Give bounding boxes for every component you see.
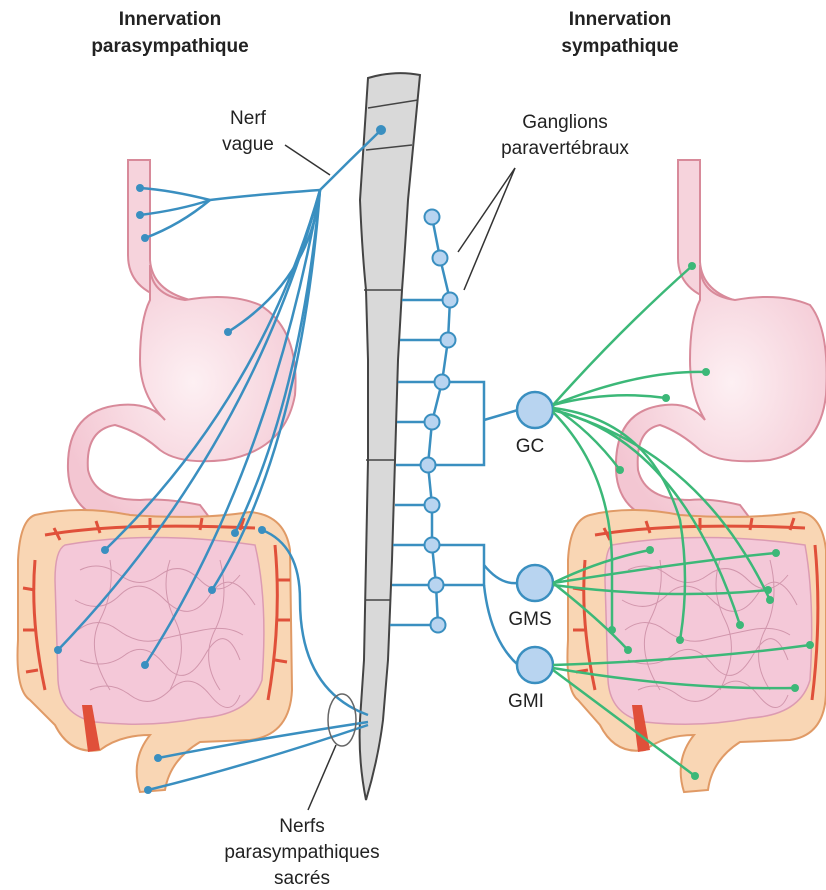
ganglion-gc	[517, 392, 553, 428]
label-gms: GMS	[508, 609, 551, 630]
label-gmi: GMI	[508, 691, 544, 712]
ganglion-gms	[517, 565, 553, 601]
heading-parasympathetic-line1: Innervation	[119, 9, 221, 30]
right-digestive-tract	[567, 160, 826, 792]
vagus-leader-line	[285, 145, 330, 175]
label-vagus-line2: vague	[222, 134, 274, 155]
ganglion-gmi	[517, 647, 553, 683]
label-sacral-line1: Nerfs	[279, 816, 324, 837]
right-esophagus	[678, 160, 740, 302]
left-small-intestine	[55, 538, 264, 725]
label-ganglia-line1: Ganglions	[522, 112, 608, 133]
ganglia-leader-line-1	[458, 168, 515, 252]
label-gc: GC	[516, 436, 545, 457]
rami-communicantes	[390, 300, 518, 665]
heading-parasympathetic-line2: parasympathique	[91, 36, 248, 57]
label-vagus-line1: Nerf	[230, 108, 267, 129]
label-sacral-line2: parasympathiques	[224, 842, 379, 863]
left-digestive-tract	[18, 160, 296, 792]
heading-sympathetic-line2: sympathique	[561, 36, 678, 57]
ganglia-leader-line-2	[464, 168, 515, 290]
paravertebral-ganglia	[421, 210, 458, 633]
sacral-leader-line	[308, 745, 336, 810]
label-ganglia-line2: paravertébraux	[501, 138, 629, 159]
label-sacral-line3: sacrés	[274, 868, 330, 889]
left-esophagus	[128, 160, 190, 300]
spinal-cord	[360, 73, 420, 800]
heading-sympathetic-line1: Innervation	[569, 9, 671, 30]
